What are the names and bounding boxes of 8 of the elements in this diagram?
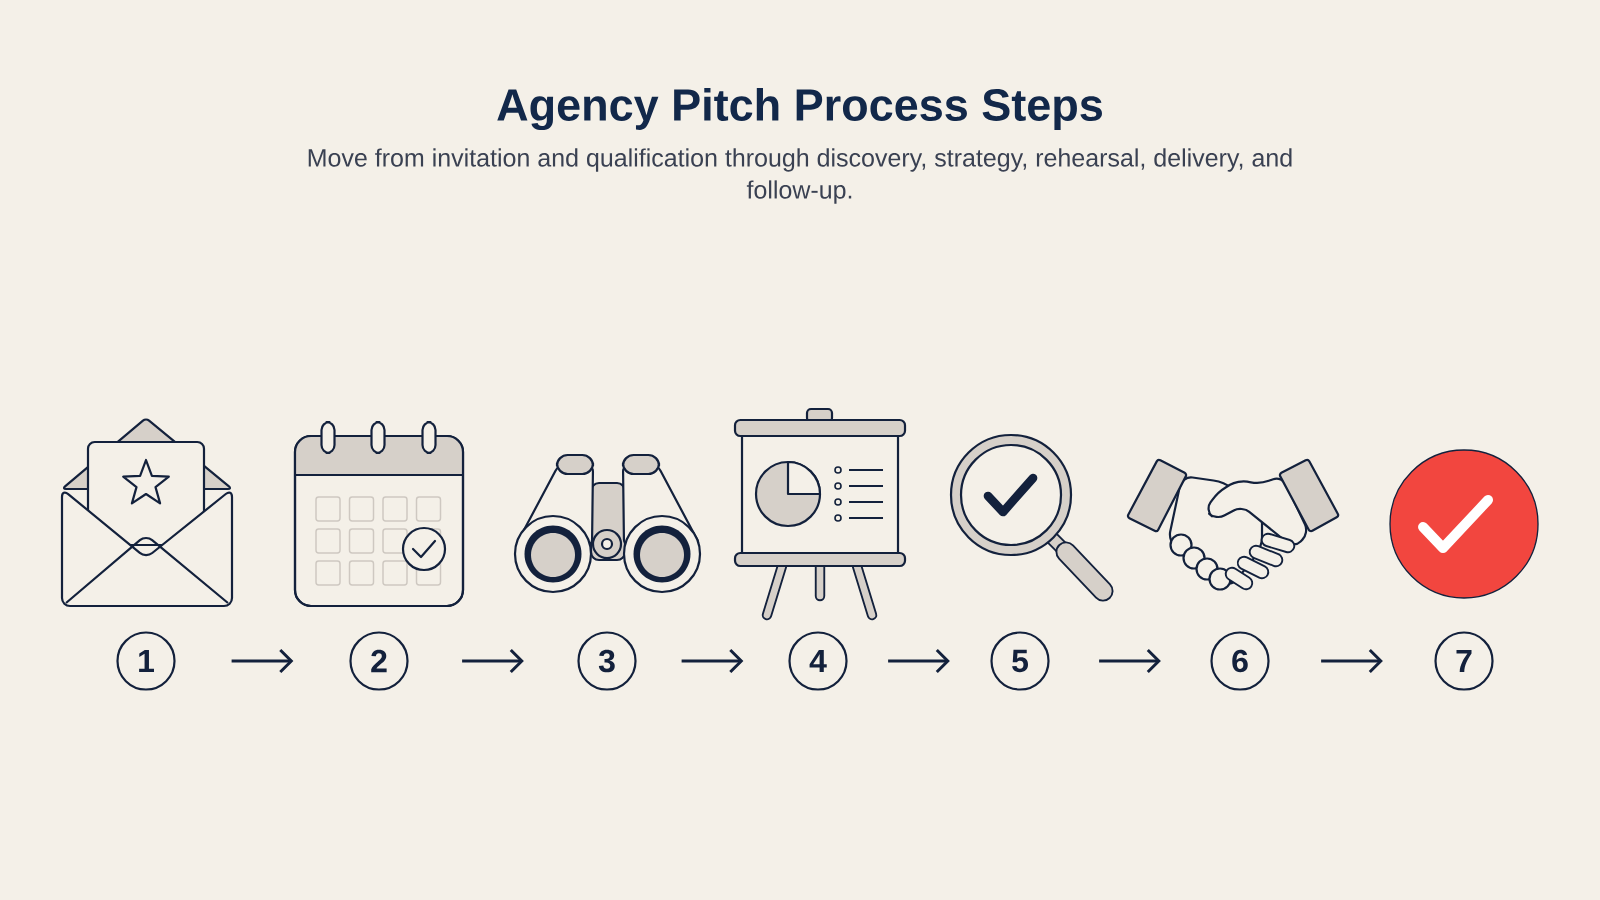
title: Agency Pitch Process Steps bbox=[497, 87, 1102, 131]
arrow bbox=[231, 648, 294, 674]
arrow bbox=[462, 648, 524, 674]
arrow bbox=[1321, 648, 1383, 674]
arrow bbox=[1099, 648, 1161, 674]
subtitle: Move from invitation and qualification through discovery, strategy, rehearsal, delivery, and follow-up. bbox=[308, 148, 1292, 204]
arrow bbox=[681, 648, 744, 674]
arrow bbox=[888, 648, 950, 674]
